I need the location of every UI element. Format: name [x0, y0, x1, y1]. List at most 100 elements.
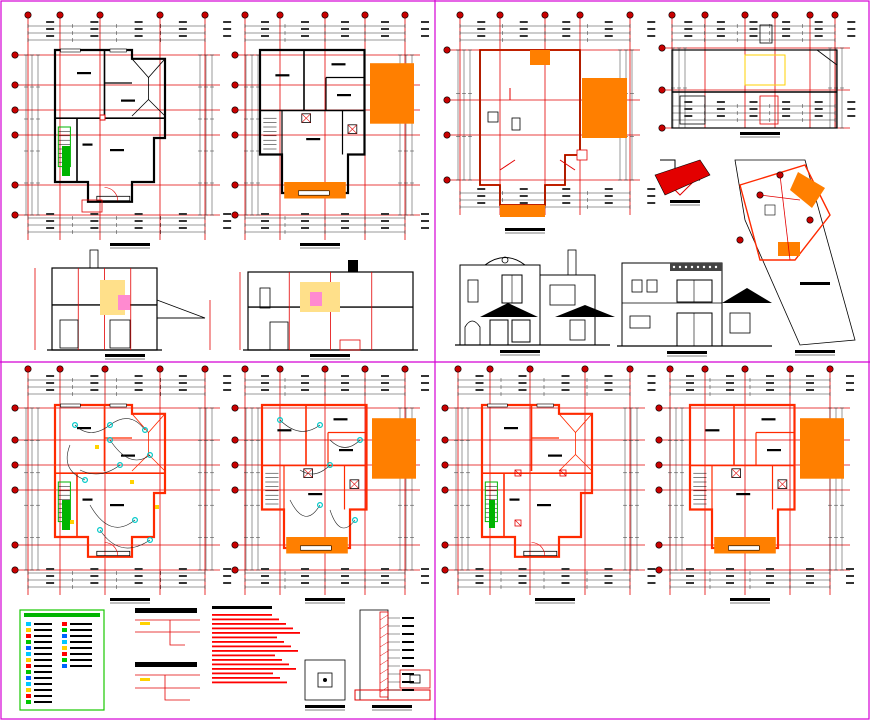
grid-bubble: [658, 86, 666, 94]
grid-bubble: [241, 11, 249, 19]
dimension-text: [90, 227, 99, 229]
electrical-wire: [329, 509, 356, 529]
fixture-box: [347, 124, 358, 135]
grid-bubble: [441, 566, 449, 574]
window: [109, 403, 127, 408]
dimension-text: [782, 101, 791, 103]
window: [60, 48, 81, 53]
dimension-text: [561, 382, 570, 384]
dimension-text: [782, 115, 791, 117]
slope-arrow: [559, 159, 576, 171]
dimension-text: [684, 115, 693, 117]
dimension-text: [604, 375, 613, 377]
grid-bubble: [576, 11, 584, 19]
dimension-text: [518, 375, 527, 377]
dimension-text: [90, 582, 99, 584]
legend-header: [24, 613, 100, 617]
grid-bubble: [771, 11, 779, 19]
fixture-box: [777, 479, 788, 489]
foundation-detail: [304, 609, 431, 701]
dimension-text: [782, 21, 791, 23]
detail-text: [402, 617, 414, 619]
fixture-cross: [349, 479, 360, 489]
exterior-wall: [258, 48, 366, 195]
notes-line: [212, 654, 275, 657]
dimension-text: [806, 568, 814, 570]
room-label: [337, 94, 351, 97]
dimension-text: [178, 35, 187, 37]
dimension-text: [686, 389, 694, 391]
grid-bubble: [11, 404, 19, 412]
dimension-text: [562, 21, 571, 23]
stair: [263, 117, 277, 150]
room-label: [275, 74, 290, 77]
building-section-a: [34, 249, 211, 351]
grid-bubble: [626, 11, 634, 19]
dimension-text: [223, 227, 232, 229]
dimension-text: [46, 375, 55, 377]
legend-text: [70, 629, 92, 631]
room-label: [121, 454, 135, 457]
dimension-text: [686, 375, 694, 377]
detail-text: [402, 657, 414, 659]
room-label: [333, 418, 348, 421]
dimension-text: [726, 375, 734, 377]
legend-symbol: [62, 640, 67, 644]
detail-box-inner: [409, 674, 421, 684]
dimension-text: [846, 382, 854, 384]
dimension-text: [134, 227, 143, 229]
dimension-text: [261, 227, 269, 229]
dimension-text: [301, 28, 309, 30]
dimension-text: [421, 575, 429, 577]
dimension-text: [814, 35, 823, 37]
fixture-cross: [303, 468, 313, 478]
grid-bubble: [11, 181, 19, 189]
column-cross: [514, 519, 522, 527]
grid-bubble: [231, 486, 239, 494]
dimension-text: [223, 382, 232, 384]
parapet-band: [670, 263, 722, 271]
electrical-wire: [99, 529, 151, 549]
dimension-text: [749, 21, 758, 23]
dimension-text: [477, 28, 486, 30]
grid-system: [655, 365, 854, 595]
dimension-text: [134, 21, 143, 23]
grid-bubble: [441, 404, 449, 412]
dimension-text: [46, 28, 55, 30]
room-label: [736, 493, 751, 496]
dimension-text: [814, 115, 823, 117]
grid-bubble: [401, 365, 409, 373]
dimension-text: [134, 382, 143, 384]
dimension-text: [814, 28, 823, 30]
dimension-text: [766, 582, 774, 584]
door-swing: [104, 187, 118, 201]
dimension-text: [726, 389, 734, 391]
schedule-header: [135, 608, 197, 613]
roof-hatch: [790, 172, 825, 208]
dimension-text: [381, 568, 389, 570]
grid-bubble: [11, 566, 19, 574]
light-fixture: [142, 427, 149, 434]
dimension-text: [684, 101, 693, 103]
section-outline: [671, 49, 838, 129]
terrace-hatch: [372, 418, 416, 479]
building-section-b: [239, 260, 418, 351]
dimension-text: [604, 195, 613, 197]
dimension-text: [716, 28, 725, 30]
room-label: [761, 418, 776, 421]
dimension-text: [46, 382, 55, 384]
grid-bubble: [231, 211, 239, 219]
dimension-text: [766, 568, 774, 570]
grid-bubble: [756, 191, 764, 199]
dimension-text: [647, 35, 656, 37]
dimension-text: [846, 568, 854, 570]
notes-line: [212, 636, 277, 639]
grid-bubble: [11, 486, 19, 494]
dimension-text: [684, 28, 693, 30]
parapet-dot: [696, 265, 700, 269]
parcel-boundary: [734, 159, 856, 346]
dimension-text: [604, 389, 613, 391]
grid-bubble: [231, 541, 239, 549]
fixture-box: [349, 479, 360, 489]
detail-box: [399, 669, 431, 689]
